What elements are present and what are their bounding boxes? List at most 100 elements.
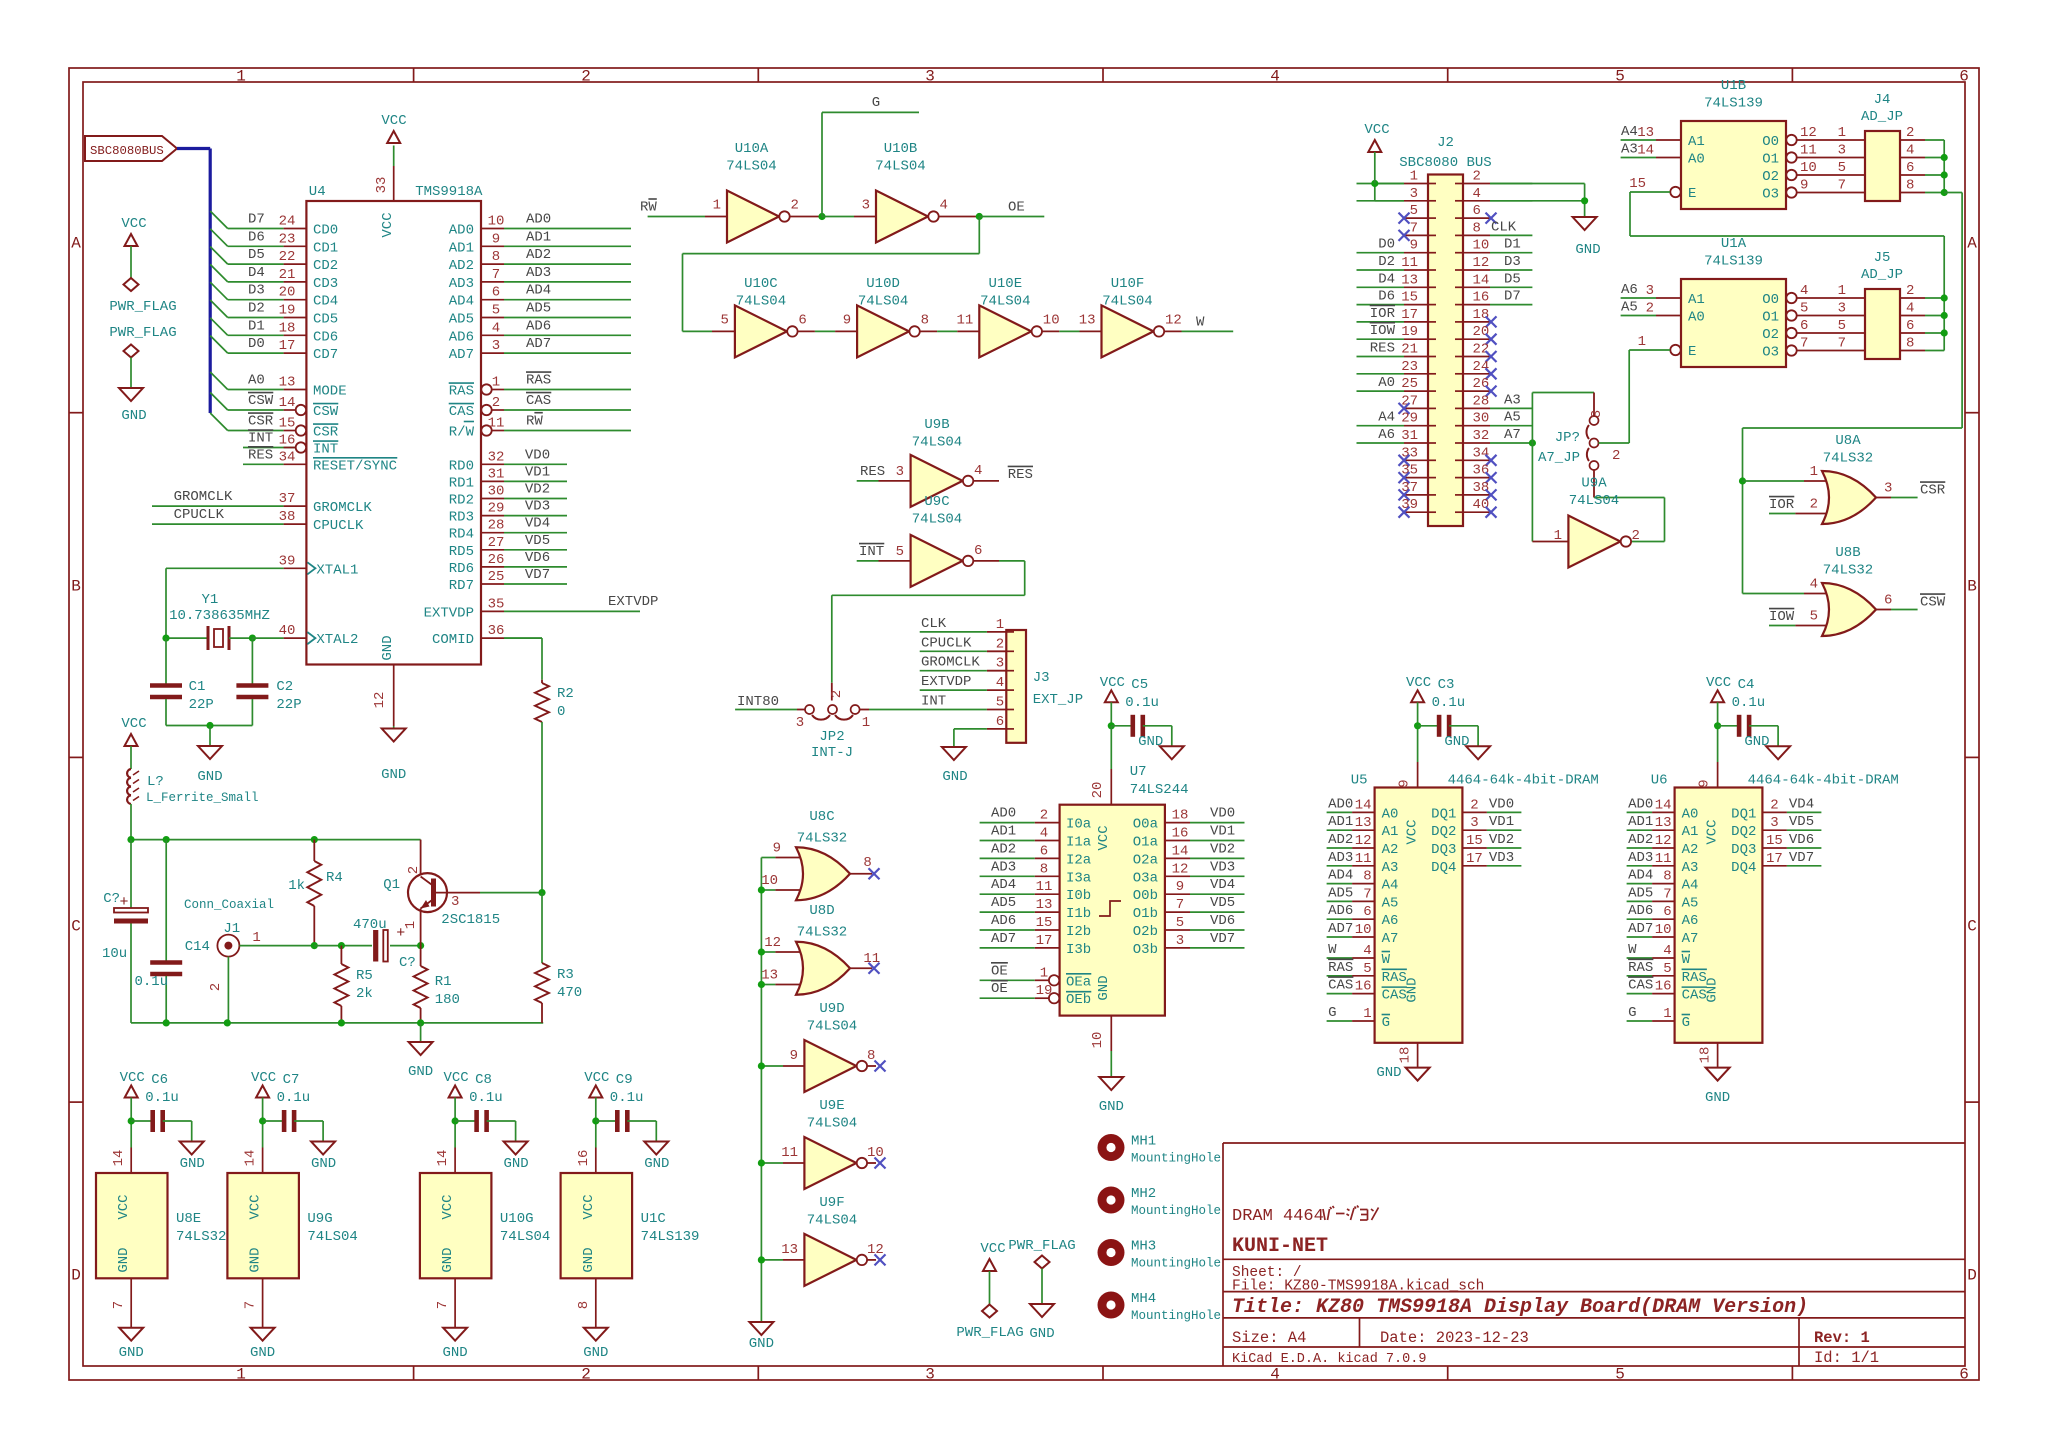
svg-text:U9G: U9G <box>307 1211 332 1227</box>
svg-text:11: 11 <box>1401 255 1418 271</box>
svg-text:30: 30 <box>1473 411 1490 427</box>
svg-text:9: 9 <box>843 312 851 328</box>
svg-text:AD3: AD3 <box>1628 850 1653 866</box>
svg-text:C9: C9 <box>616 1072 633 1088</box>
svg-text:CSW: CSW <box>248 393 274 409</box>
svg-text:14: 14 <box>1637 143 1654 159</box>
svg-text:A4: A4 <box>1382 878 1399 894</box>
svg-text:RAS: RAS <box>1628 960 1653 976</box>
svg-text:Q1: Q1 <box>383 877 400 893</box>
svg-text:W: W <box>1382 952 1391 968</box>
svg-text:O3a: O3a <box>1133 870 1158 886</box>
svg-text:470: 470 <box>557 985 582 1001</box>
svg-text:6: 6 <box>1363 904 1371 920</box>
svg-text:D: D <box>71 1267 81 1285</box>
svg-text:27: 27 <box>488 535 505 551</box>
svg-text:3: 3 <box>451 894 459 910</box>
svg-text:VD2: VD2 <box>1489 832 1514 848</box>
svg-text:U10G: U10G <box>500 1211 534 1227</box>
svg-text:15: 15 <box>1466 833 1483 849</box>
svg-text:GND: GND <box>408 1064 433 1080</box>
svg-text:GND: GND <box>1705 1090 1730 1106</box>
svg-text:0.1u: 0.1u <box>277 1090 311 1106</box>
svg-text:U9F: U9F <box>819 1195 844 1211</box>
svg-text:U8D: U8D <box>809 903 834 919</box>
svg-text:12: 12 <box>764 935 781 951</box>
svg-text:9: 9 <box>1397 779 1413 787</box>
svg-text:22: 22 <box>279 249 296 265</box>
svg-text:7: 7 <box>111 1301 127 1309</box>
svg-text:3: 3 <box>1589 410 1605 418</box>
svg-text:A0: A0 <box>248 373 265 389</box>
svg-text:VD1: VD1 <box>1210 824 1235 840</box>
svg-text:U8E: U8E <box>176 1211 201 1227</box>
svg-text:D7: D7 <box>1504 289 1521 305</box>
svg-text:U8B: U8B <box>1835 545 1860 561</box>
svg-text:10: 10 <box>1655 922 1672 938</box>
svg-text:GND: GND <box>1444 734 1469 750</box>
svg-text:AD2: AD2 <box>1328 832 1353 848</box>
svg-text:DQ2: DQ2 <box>1731 824 1756 840</box>
svg-text:3: 3 <box>925 68 935 86</box>
svg-text:9: 9 <box>1800 178 1808 194</box>
svg-text:2: 2 <box>1040 808 1048 824</box>
svg-text:DRAM 4464: DRAM 4464 <box>1232 1207 1324 1226</box>
svg-text:U10C: U10C <box>744 276 778 292</box>
svg-text:74LS04: 74LS04 <box>500 1229 550 1245</box>
svg-text:18: 18 <box>1698 1047 1714 1064</box>
svg-text:RD5: RD5 <box>449 544 474 560</box>
svg-text:14: 14 <box>1655 797 1672 813</box>
svg-text:40: 40 <box>279 623 296 639</box>
svg-text:3: 3 <box>1176 933 1184 949</box>
svg-text:4: 4 <box>996 675 1004 691</box>
svg-text:RAS: RAS <box>1682 970 1707 986</box>
svg-text:RD2: RD2 <box>449 493 474 509</box>
svg-text:GND: GND <box>116 1247 132 1272</box>
svg-text:I3b: I3b <box>1066 942 1091 958</box>
svg-text:GND: GND <box>503 1156 528 1172</box>
svg-text:PWR_FLAG: PWR_FLAG <box>109 325 176 341</box>
svg-text:34: 34 <box>279 449 296 465</box>
svg-text:VCC: VCC <box>1096 825 1112 850</box>
svg-text:3: 3 <box>862 198 870 214</box>
svg-text:5: 5 <box>1800 301 1808 317</box>
svg-text:11: 11 <box>863 951 880 967</box>
svg-text:3: 3 <box>1770 815 1778 831</box>
svg-text:14: 14 <box>111 1150 127 1167</box>
svg-text:39: 39 <box>1401 497 1418 513</box>
svg-text:6: 6 <box>1800 318 1808 334</box>
svg-text:O2: O2 <box>1762 327 1779 343</box>
svg-text:27: 27 <box>1401 393 1418 409</box>
svg-text:RAS: RAS <box>526 373 551 389</box>
svg-text:VCC: VCC <box>980 1241 1005 1257</box>
svg-text:GND: GND <box>583 1345 608 1361</box>
svg-text:D0: D0 <box>1378 237 1395 253</box>
svg-text:D5: D5 <box>248 247 265 263</box>
svg-text:Y1: Y1 <box>201 592 218 608</box>
svg-text:3: 3 <box>492 338 500 354</box>
svg-text:5: 5 <box>1810 609 1818 625</box>
svg-text:11: 11 <box>1036 879 1053 895</box>
svg-text:A7: A7 <box>1382 931 1399 947</box>
svg-text:D7: D7 <box>248 212 265 228</box>
svg-text:G: G <box>1328 1005 1336 1021</box>
svg-text:1: 1 <box>713 198 721 214</box>
svg-text:10.738635MHZ: 10.738635MHZ <box>169 608 270 624</box>
svg-text:0.1u: 0.1u <box>135 974 169 990</box>
svg-text:12: 12 <box>1165 312 1182 328</box>
svg-text:9: 9 <box>492 231 500 247</box>
svg-text:32: 32 <box>488 449 505 465</box>
svg-text:G: G <box>1682 1015 1690 1031</box>
svg-text:MH3: MH3 <box>1131 1239 1156 1255</box>
svg-text:38: 38 <box>279 509 296 525</box>
svg-text:Id: 1/1: Id: 1/1 <box>1814 1349 1879 1367</box>
svg-text:D3: D3 <box>248 283 265 299</box>
svg-text:VCC: VCC <box>251 1070 276 1086</box>
svg-text:I2a: I2a <box>1066 852 1091 868</box>
svg-text:A0: A0 <box>1688 310 1705 326</box>
svg-text:CPUCLK: CPUCLK <box>921 635 972 651</box>
svg-text:GND: GND <box>644 1156 669 1172</box>
svg-text:VD4: VD4 <box>525 516 550 532</box>
svg-text:EXTVDP: EXTVDP <box>921 674 971 690</box>
svg-text:74LS32: 74LS32 <box>1823 451 1873 467</box>
